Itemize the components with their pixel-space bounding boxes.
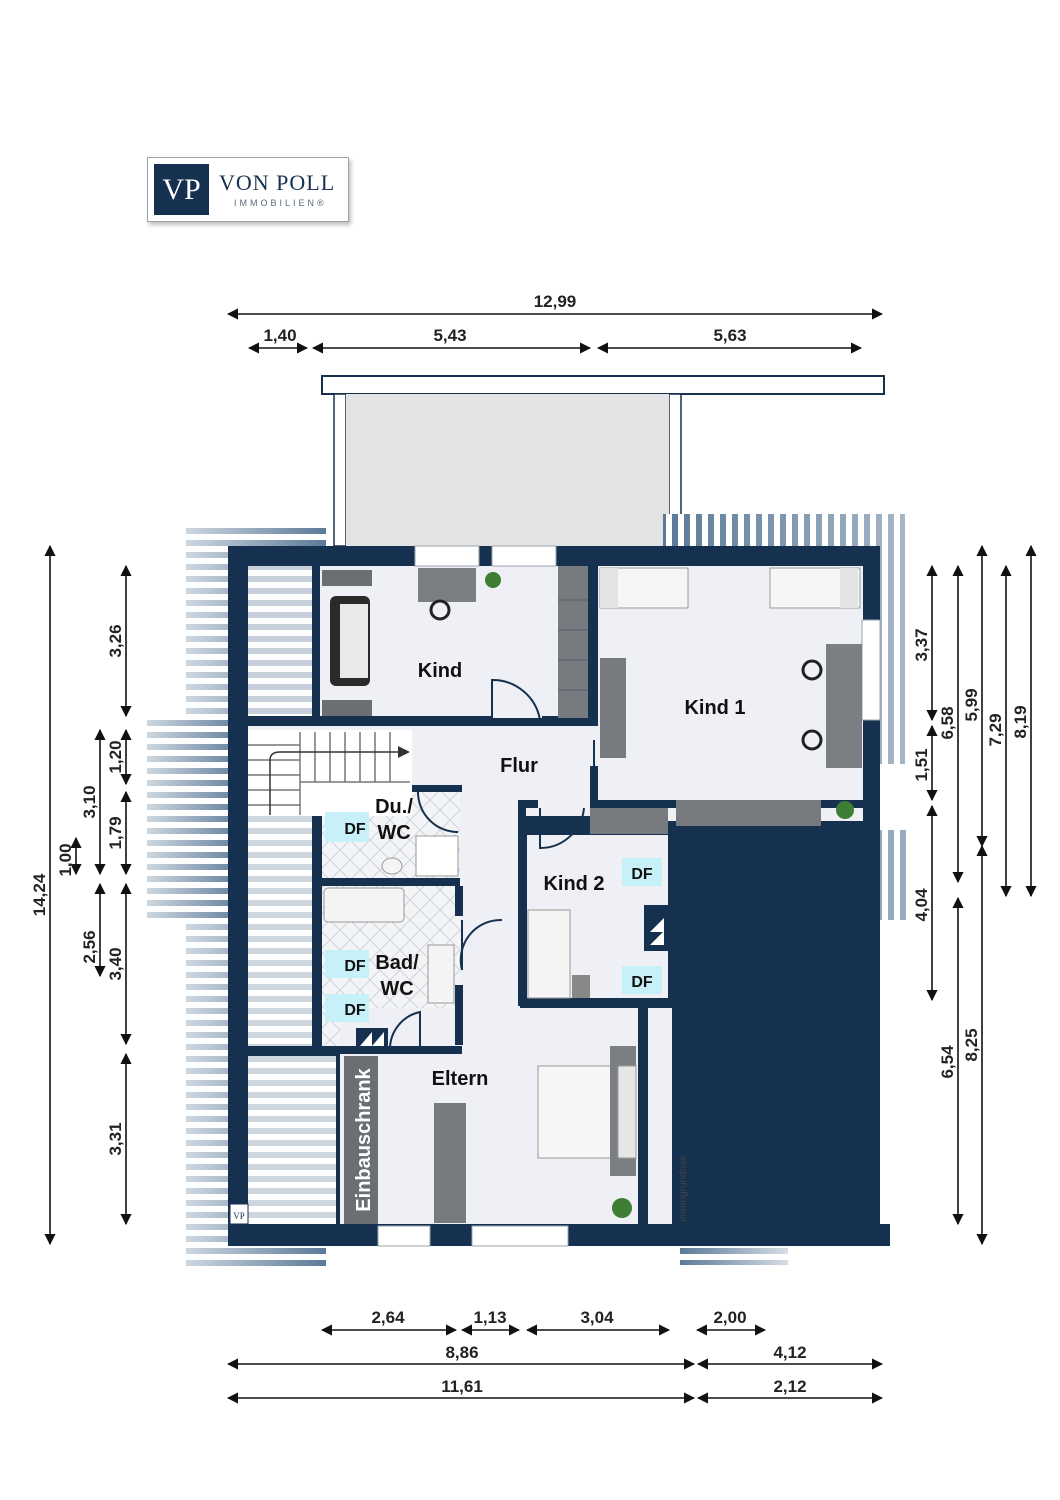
dim-bottom-7: 11,61 bbox=[441, 1377, 483, 1396]
staircase bbox=[248, 730, 412, 816]
watermark-logo-name: VON POLL bbox=[230, 1154, 240, 1198]
watermark-immogrundriss: Immogrundriss bbox=[678, 1156, 689, 1222]
df-label-bad-1: DF bbox=[344, 958, 366, 975]
room-label-du-line1: Du./ bbox=[375, 796, 413, 818]
dim-right-8: 6,54 bbox=[938, 1045, 957, 1079]
df-label-du: DF bbox=[344, 821, 366, 838]
dim-bottom-1: 2,64 bbox=[371, 1308, 405, 1327]
dim-bottom-4: 2,00 bbox=[713, 1308, 746, 1327]
dim-right-3: 5,99 bbox=[962, 688, 981, 721]
dim-left-7: 3,40 bbox=[106, 947, 125, 980]
dim-left-2: 1,20 bbox=[106, 740, 125, 773]
room-label-einbauschrank: Einbauschrank bbox=[353, 1067, 375, 1211]
dim-right-9: 8,25 bbox=[962, 1028, 981, 1061]
dim-left-4: 1,79 bbox=[106, 816, 125, 849]
dim-left-6: 2,56 bbox=[80, 930, 99, 963]
dim-right-4: 7,29 bbox=[986, 713, 1005, 746]
dim-bottom-3: 3,04 bbox=[580, 1308, 614, 1327]
dim-right-7: 4,04 bbox=[912, 888, 931, 922]
watermark-mono: VP bbox=[233, 1211, 245, 1221]
windows bbox=[377, 545, 890, 1247]
room-label-kind-2: Kind 2 bbox=[543, 873, 604, 895]
dim-bottom-5: 8,86 bbox=[445, 1343, 478, 1362]
room-label-kind-1: Kind 1 bbox=[684, 697, 745, 719]
dim-top-3: 5,63 bbox=[713, 326, 746, 345]
doors bbox=[388, 678, 595, 1051]
balcony bbox=[321, 375, 885, 547]
dimension-labels: 12,99 1,40 5,43 5,63 14,24 3,26 1,20 3,1… bbox=[30, 292, 1030, 1396]
dim-left-1: 3,26 bbox=[106, 624, 125, 657]
dim-right-1: 3,37 bbox=[912, 628, 931, 661]
dim-right-6: 1,51 bbox=[912, 748, 931, 781]
room-label-du-line2: WC bbox=[377, 822, 410, 844]
dim-left-8: 3,31 bbox=[106, 1122, 125, 1155]
furniture bbox=[322, 566, 862, 1224]
dim-top-total: 12,99 bbox=[534, 292, 577, 311]
room-label-kind: Kind bbox=[418, 660, 462, 682]
chimneys bbox=[356, 905, 670, 1050]
logo-name: VON POLL bbox=[219, 170, 336, 195]
df-label-kind2-1: DF bbox=[631, 866, 653, 883]
logo-monogram: VP bbox=[154, 164, 209, 215]
watermark-logo-sub: IMMOBILIEN bbox=[242, 1168, 248, 1198]
dim-bottom-2: 1,13 bbox=[473, 1308, 506, 1327]
dim-right-5: 8,19 bbox=[1011, 705, 1030, 738]
dim-right-2: 6,58 bbox=[938, 706, 957, 739]
dim-bottom-6: 4,12 bbox=[773, 1343, 806, 1362]
dimension-lines bbox=[44, 308, 1037, 1404]
room-label-flur: Flur bbox=[500, 755, 538, 777]
dim-top-1: 1,40 bbox=[263, 326, 296, 345]
dim-top-2: 5,43 bbox=[433, 326, 466, 345]
dim-left-5: 1,00 bbox=[56, 843, 75, 876]
room-labels: Kind Kind 1 Flur Du./ WC Kind 2 Bad/ WC … bbox=[353, 660, 746, 1212]
dim-left-3: 3,10 bbox=[80, 785, 99, 818]
logo-subtitle: IMMOBILIEN® bbox=[234, 198, 327, 208]
room-label-bad-line1: Bad/ bbox=[375, 952, 419, 974]
skylight-labels: DF DF DF DF DF bbox=[344, 821, 653, 1019]
von-poll-logo: VP VON POLL IMMOBILIEN® bbox=[147, 157, 349, 222]
dim-left-total: 14,24 bbox=[30, 873, 49, 916]
room-label-bad-line2: WC bbox=[380, 978, 413, 1000]
df-label-kind2-2: DF bbox=[631, 974, 653, 991]
watermarks: VP VON POLL IMMOBILIEN Immogrundriss bbox=[229, 1154, 689, 1225]
room-label-eltern: Eltern bbox=[432, 1068, 489, 1090]
dim-bottom-8: 2,12 bbox=[773, 1377, 806, 1396]
df-label-bad-2: DF bbox=[344, 1002, 366, 1019]
skylights bbox=[325, 812, 662, 1022]
